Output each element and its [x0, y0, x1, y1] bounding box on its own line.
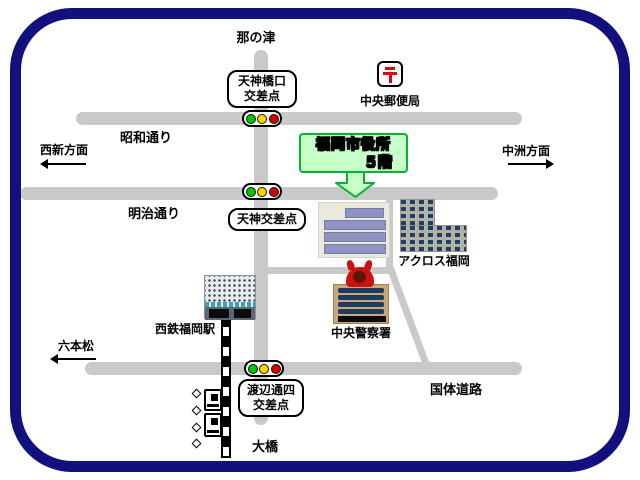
intersection-watanabedori4-box: 渡辺通四 交差点	[238, 379, 304, 417]
direction-west-label: 西新方面	[40, 143, 89, 157]
road-showa-dori	[76, 112, 522, 125]
callout-line1: 福岡市役所	[316, 137, 391, 154]
station-label: 西鉄福岡駅	[154, 322, 215, 336]
intersection-name: 交差点	[243, 89, 280, 103]
acros-building-upper	[400, 199, 435, 226]
police-mascot-icon	[344, 259, 378, 287]
intersection-name: 渡辺通四	[246, 383, 295, 397]
post-office-icon	[377, 61, 403, 87]
crossing-diamond-icon	[191, 405, 202, 416]
street-meiji-label: 明治通り	[128, 207, 181, 222]
street-showa-label: 昭和通り	[120, 131, 173, 146]
callout-line2: ５階	[364, 154, 393, 171]
train-car-icon	[204, 389, 222, 411]
city-hall-building	[318, 202, 390, 258]
street-kokutai-label: 国体道路	[430, 383, 483, 398]
post-office-label: 中央郵便局	[359, 94, 420, 108]
west-arrow-icon	[40, 159, 86, 169]
crossing-diamond-icon	[191, 422, 202, 433]
intersection-name: 天神交差点	[236, 212, 297, 226]
destination-north-label: 那の津	[236, 31, 276, 46]
road-side-horizontal	[258, 267, 392, 274]
east-arrow-icon	[508, 159, 554, 169]
acros-building-lower	[400, 225, 467, 252]
traffic-light-icon	[244, 360, 284, 377]
station-building	[204, 275, 256, 320]
crossing-diamond-icon	[191, 438, 202, 449]
intersection-tenjin-box: 天神交差点	[228, 208, 306, 231]
destination-callout: 福岡市役所 ５階	[299, 133, 408, 173]
train-car-icon	[204, 413, 222, 437]
intersection-tenjinbashiguchi-box: 天神橋口 交差点	[227, 70, 297, 108]
police-station-building	[333, 284, 389, 324]
traffic-light-icon	[242, 183, 282, 200]
road-watanabedori-vertical	[254, 50, 268, 425]
intersection-name: 天神橋口	[237, 74, 286, 88]
road-side-diagonal	[386, 264, 432, 371]
direction-east-label: 中洲方面	[502, 144, 551, 158]
traffic-light-icon	[242, 110, 282, 127]
destination-south-label: 大橋	[251, 440, 278, 455]
level-crossing-icon	[191, 387, 232, 459]
southwest-arrow-icon	[50, 354, 96, 364]
railway-track	[221, 316, 231, 458]
acros-label: アクロス福岡	[398, 254, 470, 268]
callout-down-arrow-icon	[335, 171, 375, 198]
direction-southwest-label: 六本松	[58, 339, 95, 353]
intersection-name: 交差点	[252, 398, 289, 412]
crossing-diamond-icon	[191, 388, 202, 399]
road-kokutai-doro	[85, 362, 522, 375]
police-station-label: 中央警察署	[330, 326, 391, 340]
